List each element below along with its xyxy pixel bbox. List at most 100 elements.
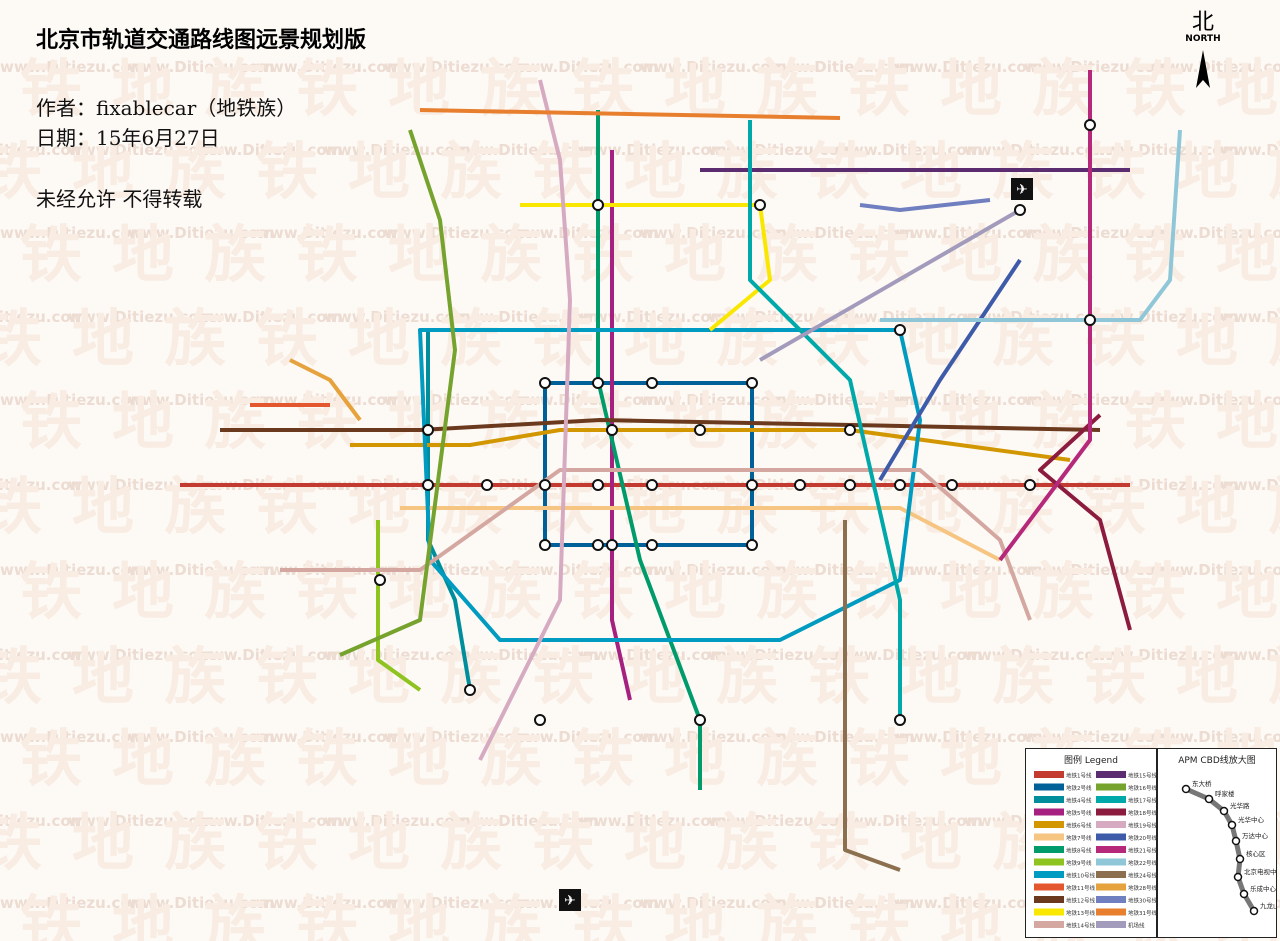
line-7-path: [400, 506, 1001, 562]
station-marker: [592, 539, 604, 551]
legend-swatch: [1034, 921, 1064, 928]
watermark-text: www.Ditiezu.com: [1092, 141, 1238, 159]
legend-swatch: [1034, 833, 1064, 841]
watermark-text: www.Ditiezu.com: [512, 894, 658, 912]
legend-divider: [1156, 749, 1158, 937]
station-marker: [481, 479, 493, 491]
line-17-path: [748, 120, 902, 720]
watermark-text: www.Ditiezu.com: [324, 308, 470, 326]
watermark-text: www.Ditiezu.com: [1220, 646, 1280, 664]
watermark-text: www.Ditiezu.com: [768, 58, 914, 76]
station-marker: [646, 539, 658, 551]
legend-line-name: 地铁17号线: [1128, 797, 1157, 805]
legend-line-name: 机场线: [1128, 922, 1145, 930]
station-marker: [694, 424, 706, 436]
line-8-path: [596, 110, 702, 790]
watermark-text: www.Ditiezu.com: [384, 391, 530, 409]
watermark-text: www.Ditiezu.com: [256, 224, 402, 242]
watermark-text: www.Ditiezu.com: [1024, 58, 1170, 76]
watermark-text: www.Ditiezu.com: [0, 476, 86, 494]
watermark-text: www.Ditiezu.com: [1220, 308, 1280, 326]
watermark-text: www.Ditiezu.com: [68, 141, 214, 159]
station-marker: [646, 377, 658, 389]
stations-layer: [374, 119, 1096, 726]
line-21-path: [998, 70, 1092, 562]
watermark-text: www.Ditiezu.com: [196, 141, 342, 159]
legend-line-name: 地铁28号线: [1128, 884, 1157, 892]
compass-icon: [1196, 50, 1210, 88]
watermark-text: www.Ditiezu.com: [128, 728, 274, 746]
watermark-text: www.Ditiezu.com: [0, 391, 146, 409]
watermark-text: www.Ditiezu.com: [0, 894, 146, 912]
watermark-text: www.Ditiezu.com: [768, 728, 914, 746]
watermark-text: www.Ditiezu.com: [640, 58, 786, 76]
watermark-big: 铁地族铁地族铁地族铁地族铁地族: [0, 640, 1280, 713]
watermark-text: www.Ditiezu.com: [708, 812, 854, 830]
watermark-text: www.Ditiezu.com: [896, 894, 1042, 912]
watermark-text: www.Ditiezu.com: [0, 224, 146, 242]
watermark-text: www.Ditiezu.com: [0, 646, 86, 664]
line-28-path: [289, 358, 362, 422]
cbd-station-name: 呼家楼: [1215, 789, 1235, 798]
legend-swatch: [1096, 821, 1126, 828]
station-marker: [1024, 479, 1036, 491]
cbd-station-name: 乐成中心: [1250, 884, 1276, 893]
line-6-path: [350, 428, 1071, 462]
watermark-text: www.Ditiezu.com: [512, 58, 658, 76]
legend-swatch: [1096, 871, 1126, 878]
copyright-notice: 未经允许 不得转载: [36, 187, 203, 211]
station-marker: [592, 377, 604, 389]
station-marker: [1084, 119, 1096, 131]
legend-swatch: [1034, 771, 1064, 778]
watermark-text: www.Ditiezu.com: [1152, 391, 1280, 409]
airport-icons: ✈ ✈: [559, 178, 1033, 911]
line-13-path: [520, 203, 772, 332]
legend-swatch: [1034, 783, 1064, 791]
station-marker: [464, 684, 476, 696]
cbd-station-name: 核心区: [1246, 849, 1266, 858]
legend-swatch: [1034, 883, 1064, 891]
watermark-text: www.Ditiezu.com: [68, 812, 214, 830]
plane-icon: ✈: [1016, 182, 1028, 198]
legend-line-name: 地铁13号线: [1066, 909, 1095, 917]
legend-line-name: 地铁21号线: [1128, 847, 1157, 855]
north-en: NORTH: [1185, 34, 1221, 44]
station-marker: [794, 479, 806, 491]
watermark-text: www.Ditiezu.com: [68, 646, 214, 664]
cbd-station-name: 万达中心: [1242, 831, 1269, 840]
station-marker: [844, 424, 856, 436]
station-marker: [422, 424, 434, 436]
watermark-text: www.Ditiezu.com: [1024, 728, 1170, 746]
watermark-text: www.Ditiezu.com: [0, 308, 86, 326]
legend-line-name: 地铁14号线: [1066, 922, 1095, 930]
station-marker: [946, 479, 958, 491]
cbd-station-marker: [1239, 889, 1249, 899]
watermark-text: www.Ditiezu.com: [68, 308, 214, 326]
legend-swatch: [1096, 883, 1126, 891]
line-22-path: [880, 129, 1182, 322]
legend-swatch: [1034, 846, 1064, 853]
cbd-station-marker: [1235, 854, 1245, 864]
station-marker: [539, 479, 551, 491]
legend-line-name: 地铁31号线: [1128, 909, 1157, 917]
station-marker: [746, 479, 758, 491]
map-title: 北京市轨道交通路线图远景规划版: [36, 28, 367, 53]
legend-line-name: 地铁1号线: [1066, 772, 1092, 780]
watermark-text: www.Ditiezu.com: [0, 812, 86, 830]
watermark-text: www.Ditiezu.com: [640, 391, 786, 409]
watermark-text: www.Ditiezu.com: [196, 308, 342, 326]
station-marker: [646, 479, 658, 491]
legend-line-name: 地铁20号线: [1128, 834, 1157, 842]
legend-line-name: 地铁12号线: [1066, 897, 1095, 905]
watermark-text: www.Ditiezu.com: [0, 728, 146, 746]
legend-swatch: [1096, 908, 1126, 916]
watermark-text: www.Ditiezu.com: [512, 224, 658, 242]
watermark-text: www.Ditiezu.com: [1092, 646, 1238, 664]
station-marker: [606, 424, 618, 436]
cbd-station-marker: [1231, 836, 1241, 846]
watermark-text: www.Ditiezu.com: [384, 561, 530, 579]
watermark-text: www.Ditiezu.com: [0, 58, 146, 76]
legend-swatch: [1096, 846, 1126, 853]
watermark-big: 铁地族铁地族铁地族铁地族铁地族: [20, 218, 1280, 291]
legend-swatch: [1096, 796, 1126, 803]
